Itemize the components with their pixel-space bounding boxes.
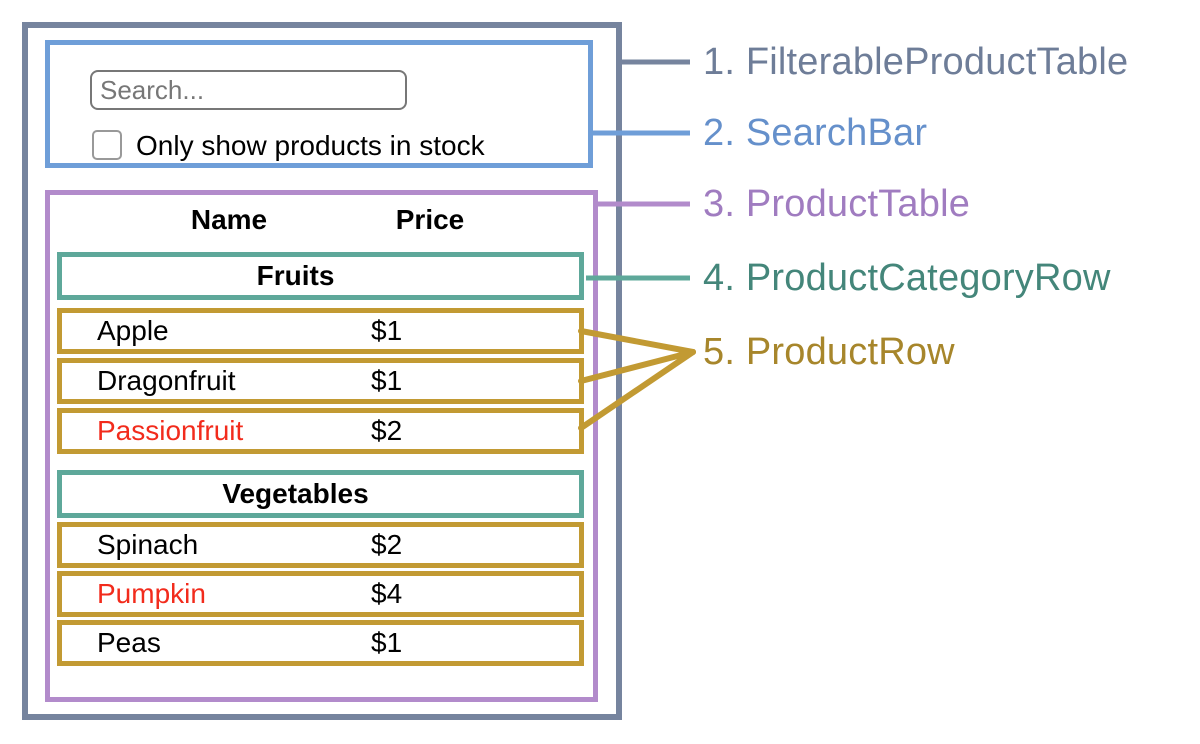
product-row: Spinach $2 (57, 522, 584, 568)
product-name: Spinach (97, 529, 199, 560)
product-row: Pumpkin $4 (57, 571, 584, 617)
product-name: Passionfruit (97, 415, 244, 446)
column-header-price: Price (395, 204, 465, 235)
legend-item-1: 1. FilterableProductTable (703, 41, 1129, 83)
column-header-name: Name (190, 204, 268, 235)
legend-item-5: 5. ProductRow (703, 331, 955, 373)
product-name: Dragonfruit (97, 365, 236, 396)
product-price: $4 (371, 578, 403, 609)
product-row: Dragonfruit $1 (57, 358, 584, 404)
product-name: Apple (97, 315, 169, 346)
product-price: $1 (371, 627, 403, 658)
product-price: $2 (371, 529, 403, 560)
legend-item-3: 3. ProductTable (703, 183, 971, 225)
in-stock-checkbox-label: Only show products in stock (136, 130, 485, 161)
product-price: $1 (371, 315, 403, 346)
in-stock-checkbox[interactable] (92, 130, 122, 160)
product-price: $2 (371, 415, 403, 446)
product-category-row: Vegetables (57, 470, 584, 518)
search-input[interactable] (90, 70, 407, 110)
product-name: Peas (97, 627, 161, 658)
legend-item-2: 2. SearchBar (703, 112, 928, 154)
product-row: Apple $1 (57, 308, 584, 354)
product-row: Passionfruit $2 (57, 408, 584, 454)
product-category-row: Fruits (57, 252, 584, 300)
product-row: Peas $1 (57, 620, 584, 666)
legend-item-4: 4. ProductCategoryRow (703, 257, 1111, 299)
product-price: $1 (371, 365, 403, 396)
product-name: Pumpkin (97, 578, 206, 609)
